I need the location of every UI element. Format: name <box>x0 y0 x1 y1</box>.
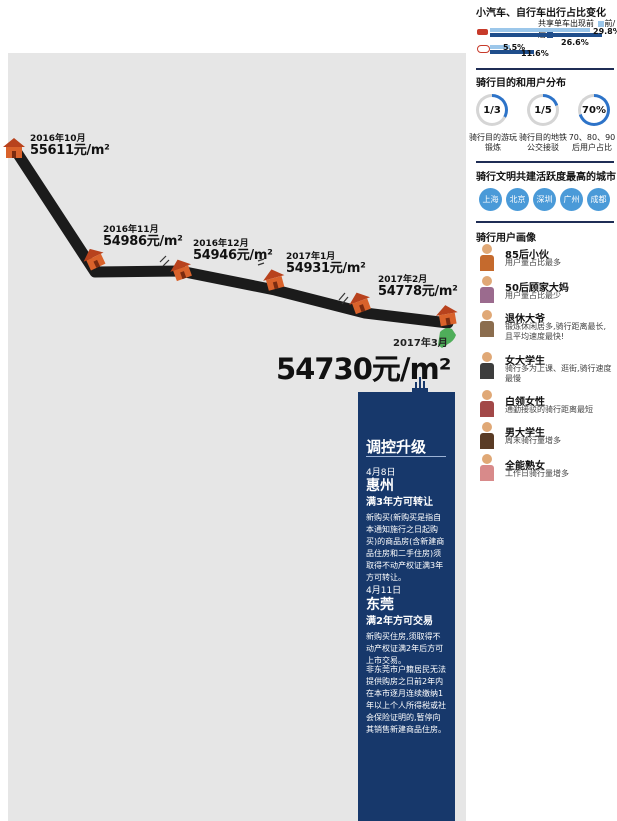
personas-title: 骑行用户画像 <box>476 233 536 244</box>
price-date: 2017年1月 <box>286 252 336 262</box>
car-icon <box>477 29 488 35</box>
house-icon <box>83 248 106 271</box>
city-badge: 成都 <box>587 188 610 211</box>
policy-body: 新购买住房,须取得不动产权证满2年后方可上市交易。 <box>366 632 444 665</box>
cities-title: 骑行文明共建活跃度最高的城市 <box>476 172 616 183</box>
young-man-icon <box>478 244 496 272</box>
persona-desc: 通勤接驳的骑行距离最短 <box>505 405 593 414</box>
policy-body: 新购买(新购买是指自本通知施行之日起购买)的商品房(含新建商品住房和二手住房)须… <box>366 513 445 582</box>
bike-bar-after <box>490 50 534 54</box>
donut-caption: 骑行目的游玩锻炼 <box>469 133 517 152</box>
persona-desc: 骑行多为上课、逛街,骑行速度最慢 <box>505 364 612 383</box>
city-badge: 北京 <box>506 188 529 211</box>
price-label-2016-10: 2016年10月 55611元/m² <box>30 134 110 159</box>
bike-after-value: 11.6% <box>521 49 549 58</box>
house-icon <box>349 292 371 315</box>
city-badge: 广州 <box>560 188 583 211</box>
persona-name: 白领女性 <box>505 397 545 408</box>
policy-headline: 满3年方可转让 <box>366 497 433 508</box>
donut-value: 1/3 <box>479 97 505 123</box>
persona-name: 男大学生 <box>505 428 545 439</box>
tower-panel <box>358 392 455 821</box>
car-before-value: 26.6% <box>561 38 589 47</box>
legend-before: 前 <box>604 19 613 28</box>
legend-swatch <box>597 20 604 27</box>
car-bar-after <box>490 33 602 37</box>
bike-before-value: 5.5% <box>503 43 526 52</box>
price-date: 2016年10月 <box>30 134 86 144</box>
purpose-title: 骑行目的和用户分布 <box>476 78 566 89</box>
persona-desc: 周末骑行量增多 <box>505 436 561 445</box>
persona-desc: 锻炼休闲居多,骑行距离最长,且平均速度最快! <box>505 322 607 341</box>
price-value: 54946元/m² <box>193 248 273 264</box>
persona-name: 女大学生 <box>505 356 545 367</box>
price-value: 54778元/m² <box>378 284 458 300</box>
tower-title: 调控升级 <box>366 438 427 456</box>
policy-date: 4月8日 <box>366 468 396 478</box>
latest-price: 54730元/m² <box>276 352 451 386</box>
persona-desc: 用户量占比最少 <box>505 291 561 300</box>
price-label-2017-02: 2017年2月 54778元/m² <box>378 275 458 300</box>
donut-one-fifth: 1/5 <box>527 94 559 126</box>
donut-caption: 70、80、90后用户占比 <box>568 133 616 152</box>
persona-name: 50后顾家大妈 <box>505 283 569 294</box>
price-label-2017-01: 2017年1月 54931元/m² <box>286 252 366 277</box>
persona-name: 85后小伙 <box>505 250 549 261</box>
house-icon <box>435 305 458 327</box>
donut-one-third: 1/3 <box>476 94 508 126</box>
policy-date: 4月11日 <box>366 586 402 596</box>
price-date-2017-03: 2017年3月 <box>393 338 448 349</box>
divider <box>476 68 614 70</box>
motion-marks <box>159 255 349 305</box>
house-icon <box>3 138 25 158</box>
price-label-2016-11: 2016年11月 54986元/m² <box>103 225 183 250</box>
male-student-icon <box>478 422 496 450</box>
policy-city: 惠州 <box>366 478 394 494</box>
donut-value: 1/5 <box>530 97 556 123</box>
divider <box>476 161 614 163</box>
policy-city: 东莞 <box>366 597 394 613</box>
city-badge: 深圳 <box>533 188 556 211</box>
price-value: 55611元/m² <box>30 143 110 159</box>
persona-desc: 用户量占比最多 <box>505 258 561 267</box>
donut-caption: 骑行目的地铁公交接驳 <box>519 133 567 152</box>
price-date: 2017年2月 <box>378 275 428 285</box>
office-woman-icon <box>478 390 496 418</box>
price-value: 54986元/m² <box>103 234 183 250</box>
house-icon <box>263 269 285 291</box>
divider <box>476 221 614 223</box>
persona-desc: 工作日骑行量增多 <box>505 469 569 478</box>
bike-bar-before <box>490 45 510 49</box>
auntie-icon <box>478 276 496 304</box>
price-value: 54931元/m² <box>286 261 366 277</box>
house-icon <box>170 259 192 282</box>
policy-headline: 满2年方可交易 <box>366 616 433 627</box>
price-date: 2016年11月 <box>103 225 159 235</box>
divider <box>366 456 446 457</box>
bike-icon <box>477 45 490 53</box>
donut-value: 70% <box>581 97 607 123</box>
share-title: 小汽车、自行车出行占比变化 <box>476 8 606 19</box>
city-badge: 上海 <box>479 188 502 211</box>
car-bar-before <box>490 28 590 32</box>
donut-seventy: 70% <box>578 94 610 126</box>
price-date: 2016年12月 <box>193 239 249 249</box>
price-label-2016-12: 2016年12月 54946元/m² <box>193 239 273 264</box>
female-student-icon <box>478 352 496 380</box>
car-after-value: 29.8% <box>593 27 617 36</box>
old-man-icon <box>478 310 496 338</box>
persona-name: 退休大爷 <box>505 314 545 325</box>
legend-label: 共享单车出现前 <box>538 19 594 28</box>
hand-icon <box>438 328 456 348</box>
policy-body-extra: 非东莞市户籍居民无法提供购房之日前2年内在本市逐月连续缴纳1年以上个人所得税或社… <box>366 665 446 734</box>
persona-name: 全能熟女 <box>505 461 545 472</box>
mature-woman-icon <box>478 454 496 482</box>
